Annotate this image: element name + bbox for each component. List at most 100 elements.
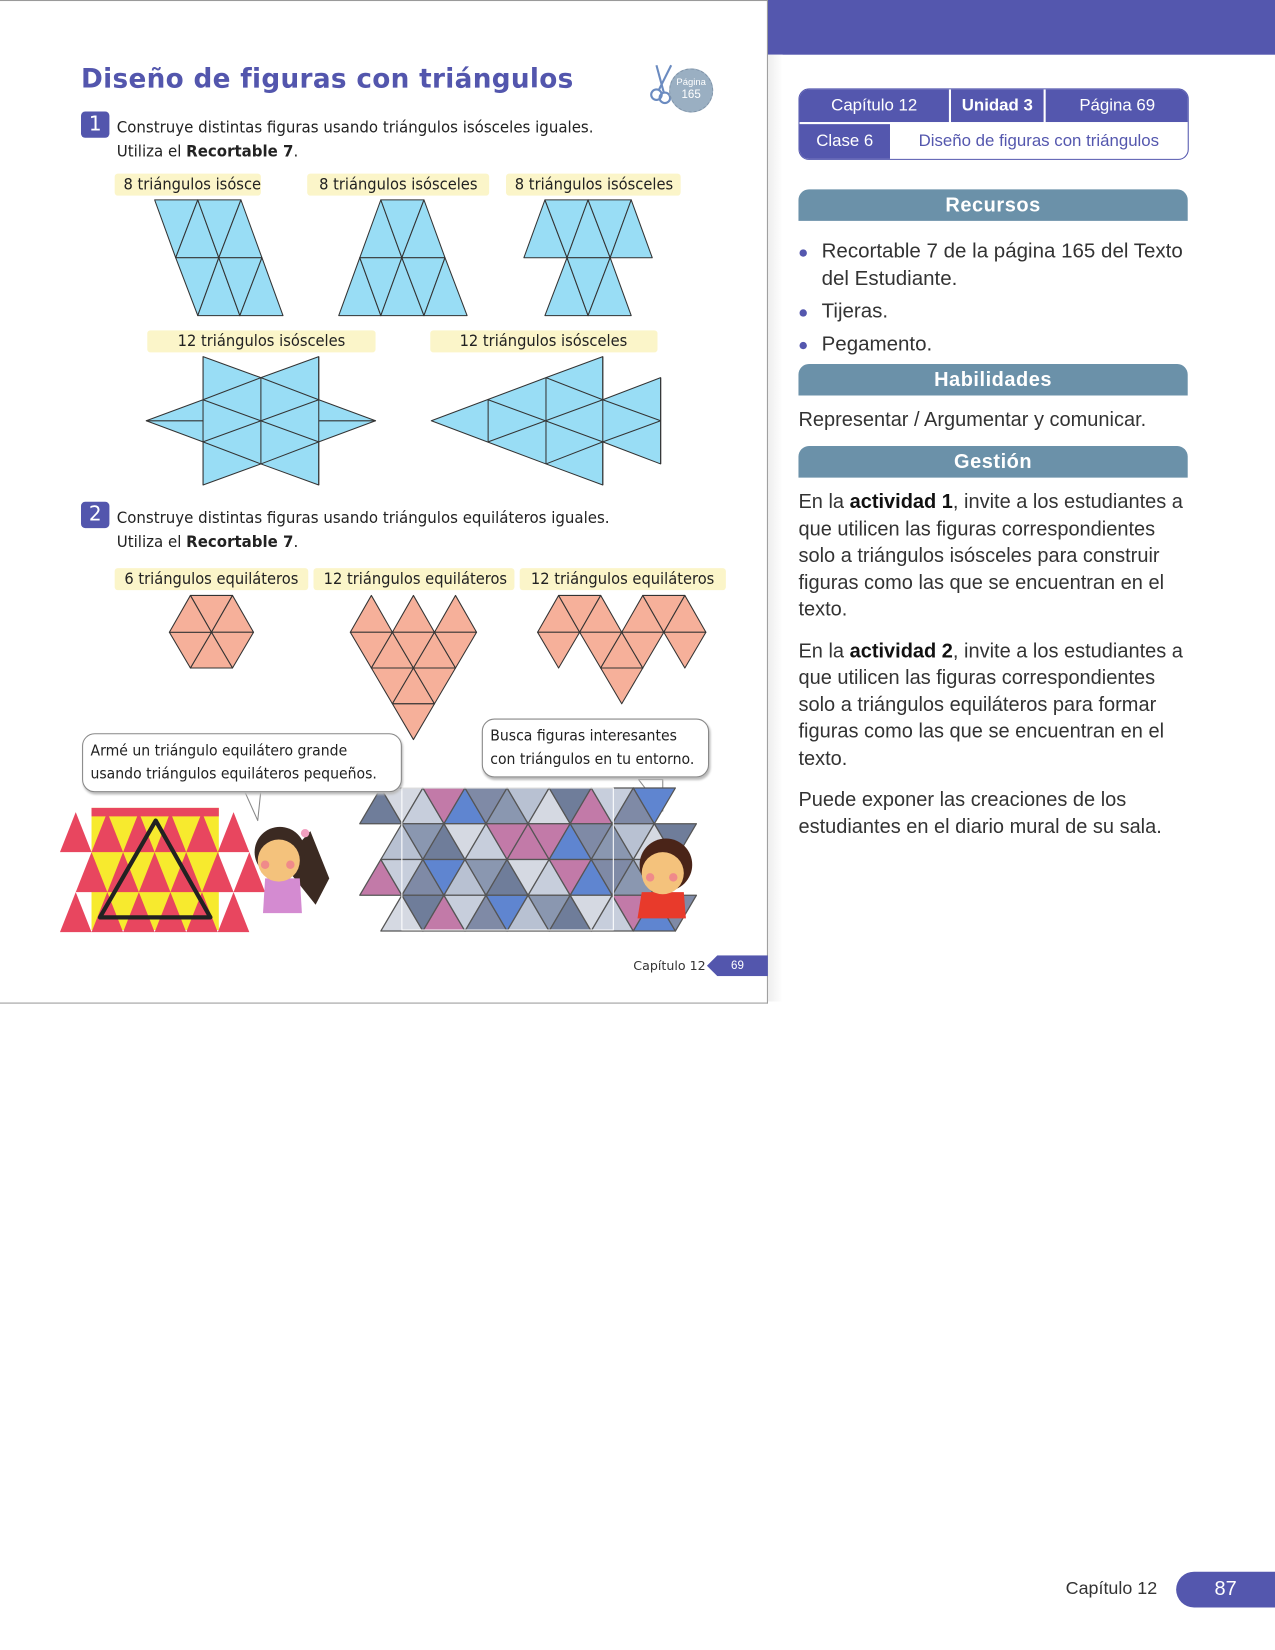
triangle-piece bbox=[123, 812, 155, 853]
activity-number: 1 bbox=[81, 111, 110, 138]
triangle-piece bbox=[107, 852, 139, 893]
text: Utiliza el bbox=[116, 532, 187, 552]
management-text: En la actividad 1, invite a los estudian… bbox=[798, 489, 1183, 855]
cheek bbox=[669, 873, 678, 882]
triangle-piece bbox=[587, 257, 632, 317]
section-header-gestion: Gestión bbox=[798, 446, 1188, 478]
resource-item: Recortable 7 de la página 165 del Texto … bbox=[821, 239, 1183, 290]
cheek bbox=[286, 860, 295, 869]
resource-item: Pegamento. bbox=[821, 332, 933, 356]
bubble-line: usando triángulos equiláteros pequeños. bbox=[90, 765, 377, 783]
badge-label: Página bbox=[676, 76, 706, 88]
triangle-piece bbox=[433, 594, 478, 633]
triangle-piece bbox=[217, 892, 250, 933]
figure-label: 8 triángulos isósceles bbox=[506, 173, 681, 196]
section-header-habilidades: Habilidades bbox=[798, 363, 1188, 396]
bullet-icon bbox=[799, 341, 807, 350]
resource-item: Tijeras. bbox=[821, 299, 889, 323]
figure-label: 12 triángulos isósceles bbox=[430, 330, 658, 353]
cutout-reference: Recortable 7 bbox=[186, 142, 294, 161]
triangle-piece bbox=[349, 594, 393, 633]
activity2-instructions: Construye distintas figuras usando trián… bbox=[117, 506, 610, 554]
triangle-edge bbox=[602, 420, 661, 443]
instruction-line: Utiliza el Recortable 7. bbox=[117, 140, 594, 164]
text: . bbox=[293, 532, 299, 552]
page-number-tab: 87 bbox=[1176, 1571, 1275, 1608]
figure-label: 12 triángulos equiláteros bbox=[519, 568, 726, 591]
text: . bbox=[293, 142, 299, 161]
triangle-piece bbox=[123, 892, 155, 933]
bullet-icon bbox=[799, 309, 807, 317]
triangle-piece bbox=[233, 852, 266, 893]
cheek bbox=[260, 860, 270, 869]
footer-chapter: Capítulo 12 bbox=[633, 958, 706, 974]
double-heart-figure bbox=[537, 594, 707, 705]
face bbox=[257, 839, 300, 882]
boy-illustration bbox=[637, 892, 686, 919]
triangle-piece bbox=[154, 812, 187, 853]
header-bar bbox=[767, 0, 1275, 55]
figure-label: 8 triángulos isósceles bbox=[114, 173, 261, 196]
bubble-tail bbox=[243, 789, 262, 822]
triangle-piece bbox=[239, 257, 284, 317]
triangle-piece bbox=[621, 631, 665, 669]
triangle-edge bbox=[202, 441, 262, 465]
triangle-piece bbox=[75, 852, 108, 893]
triangle-piece bbox=[217, 812, 250, 853]
activity1-instructions: Construye distintas figuras usando trián… bbox=[117, 116, 594, 164]
figures-canvas bbox=[59, 199, 707, 933]
triangle-piece bbox=[412, 667, 457, 705]
triangle-piece bbox=[186, 812, 218, 853]
triangle-piece bbox=[59, 812, 92, 853]
heart-figure bbox=[349, 594, 478, 741]
bullet-icon bbox=[799, 249, 807, 257]
cutout-reference: Recortable 7 bbox=[186, 532, 294, 552]
triangle-piece bbox=[186, 892, 218, 933]
class-cell: Clase 6 bbox=[799, 124, 890, 159]
activity-number: 2 bbox=[81, 501, 110, 529]
triangle-edge bbox=[545, 377, 603, 401]
figure-label: 6 triángulos equiláteros bbox=[114, 568, 309, 591]
text: Utiliza el bbox=[116, 142, 187, 161]
triangle-edge bbox=[260, 441, 319, 465]
triangle-edge bbox=[202, 399, 319, 443]
triangle-piece bbox=[154, 892, 187, 933]
triangle-piece bbox=[59, 892, 92, 933]
triangle-piece bbox=[91, 892, 124, 933]
triangle-edge bbox=[487, 399, 603, 443]
triangle-piece bbox=[97, 818, 213, 920]
cutout-badge: Página 165 bbox=[648, 63, 717, 116]
unit-cell: Unidad 3 bbox=[951, 89, 1044, 123]
instruction-line: Construye distintas figuras usando trián… bbox=[116, 117, 594, 137]
face bbox=[641, 852, 684, 895]
instruction-line: Construye distintas figuras usando trián… bbox=[116, 508, 610, 528]
page-gutter bbox=[767, 54, 783, 1002]
triangle-piece bbox=[663, 631, 707, 669]
triangle-piece bbox=[138, 852, 171, 893]
triangle-piece bbox=[168, 594, 212, 633]
paragraph: En la actividad 2, invite a los estudian… bbox=[798, 640, 1183, 770]
bubble-line: Busca figuras interesantes bbox=[490, 727, 677, 745]
triangle-piece bbox=[401, 787, 614, 931]
t-shape-figure bbox=[523, 199, 653, 317]
footer-chapter: Capítulo 12 bbox=[1065, 1578, 1158, 1598]
hair-bow bbox=[300, 828, 310, 838]
triangle-piece bbox=[263, 878, 302, 914]
star-figure bbox=[145, 356, 377, 486]
triangle-pattern-image bbox=[59, 807, 266, 933]
bubble-line: Armé un triángulo equilátero grande bbox=[90, 742, 348, 760]
triangle-edge bbox=[202, 377, 262, 401]
triangle-piece bbox=[391, 594, 436, 633]
triangle-piece bbox=[201, 852, 234, 893]
triangle-piece bbox=[609, 199, 653, 259]
scissors-icon bbox=[650, 64, 673, 105]
hexagon-figure bbox=[168, 594, 255, 669]
badge-number: 165 bbox=[681, 88, 701, 101]
triangle-piece bbox=[91, 812, 124, 853]
triangle-edge bbox=[602, 399, 661, 422]
triangle-piece bbox=[632, 787, 677, 825]
instruction-line: Utiliza el Recortable 7. bbox=[117, 530, 610, 554]
fish-figure bbox=[430, 356, 662, 486]
triangle-piece bbox=[537, 631, 581, 669]
page-title: Diseño de figuras con triángulos bbox=[81, 63, 574, 94]
